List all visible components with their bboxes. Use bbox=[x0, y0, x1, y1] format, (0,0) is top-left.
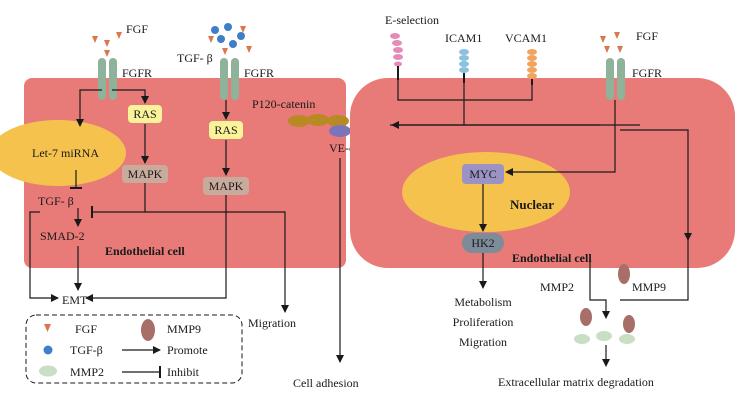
mmp9-oval-right bbox=[618, 264, 630, 284]
left-fgf-ligands bbox=[92, 32, 122, 57]
cell-adhesion-label: Cell adhesion bbox=[293, 376, 359, 390]
mapk-box-2 bbox=[203, 177, 249, 195]
left-pathway-arrows bbox=[29, 89, 289, 313]
legend-mmp2: MMP2 bbox=[70, 365, 104, 379]
hk2-label: HK2 bbox=[471, 236, 494, 250]
left-endothelial-cell bbox=[0, 78, 346, 268]
migration-label-left: Migration bbox=[248, 316, 296, 330]
mapk-box-1 bbox=[122, 165, 168, 183]
icam1-label: ICAM1 bbox=[445, 31, 482, 45]
let7-region bbox=[0, 120, 126, 186]
eselection-molecule bbox=[390, 33, 403, 80]
eselection-label: E-selection bbox=[385, 13, 439, 27]
tgf-receptor bbox=[220, 58, 239, 100]
right-fgf-ligands bbox=[600, 32, 623, 53]
vcam1-label: VCAM1 bbox=[505, 31, 547, 45]
p120-catenin bbox=[288, 114, 349, 127]
myc-box bbox=[462, 164, 504, 184]
right-cell-name: Endothelial cell bbox=[512, 251, 592, 265]
mmp-cluster bbox=[574, 308, 635, 344]
legend-fgf: FGF bbox=[75, 322, 97, 336]
vcam1-molecule bbox=[527, 49, 537, 85]
right-fgf-label: FGF bbox=[636, 29, 658, 43]
right-fgfr-label: FGFR bbox=[632, 66, 662, 80]
legend-tgf-icon bbox=[43, 345, 53, 355]
legend-box bbox=[25, 314, 243, 384]
ras-label-1: RAS bbox=[133, 107, 156, 121]
legend-tgf: TGF-β bbox=[70, 343, 103, 357]
legend-mmp9-icon bbox=[141, 319, 155, 341]
emt-label: EMT bbox=[62, 293, 88, 307]
ras-box-2 bbox=[209, 121, 243, 139]
tgf-fgfr-label: FGFR bbox=[244, 66, 274, 80]
let7-label: Let-7 miRNA bbox=[32, 146, 99, 160]
legend-inhibit: Inhibit bbox=[167, 365, 200, 379]
ras-box-1 bbox=[128, 105, 162, 123]
tgf-label: TGF- β bbox=[177, 51, 213, 65]
myc-label: MYC bbox=[469, 167, 496, 181]
ecm-label: Extracellular matrix degradation bbox=[498, 375, 654, 389]
ras-label-2: RAS bbox=[214, 123, 237, 137]
outcome-proliferation: Proliferation bbox=[453, 315, 514, 329]
left-fgf-label: FGF bbox=[126, 22, 148, 36]
hk2-box bbox=[462, 233, 504, 253]
legend-mmp2-icon bbox=[39, 365, 57, 377]
left-fgfr-label: FGFR bbox=[122, 66, 152, 80]
mapk-label-1: MAPK bbox=[128, 167, 163, 181]
legend-fgf-icon bbox=[44, 324, 51, 332]
mapk-label-2: MAPK bbox=[209, 179, 244, 193]
smad2-label: SMAD-2 bbox=[40, 229, 85, 243]
outcome-metabolism: Metabolism bbox=[454, 295, 512, 309]
icam1-molecule bbox=[459, 49, 469, 83]
legend-mmp9: MMP9 bbox=[167, 322, 201, 336]
tgf-ligand-cluster bbox=[208, 23, 252, 55]
left-cell-name: Endothelial cell bbox=[105, 244, 185, 258]
right-fgfr-receptor bbox=[606, 58, 625, 100]
nuclear-label: Nuclear bbox=[510, 197, 554, 212]
legend-promote: Promote bbox=[167, 343, 208, 357]
tgf-inside-label: TGF- β bbox=[38, 194, 74, 208]
right-pathway-arrows bbox=[390, 80, 692, 319]
p120-label: P120-catenin bbox=[252, 97, 315, 111]
right-mmp9-label: MMP9 bbox=[632, 280, 666, 294]
left-cell-body bbox=[24, 78, 346, 268]
right-mmp2-label: MMP2 bbox=[540, 280, 574, 294]
outcome-migration: Migration bbox=[459, 335, 507, 349]
